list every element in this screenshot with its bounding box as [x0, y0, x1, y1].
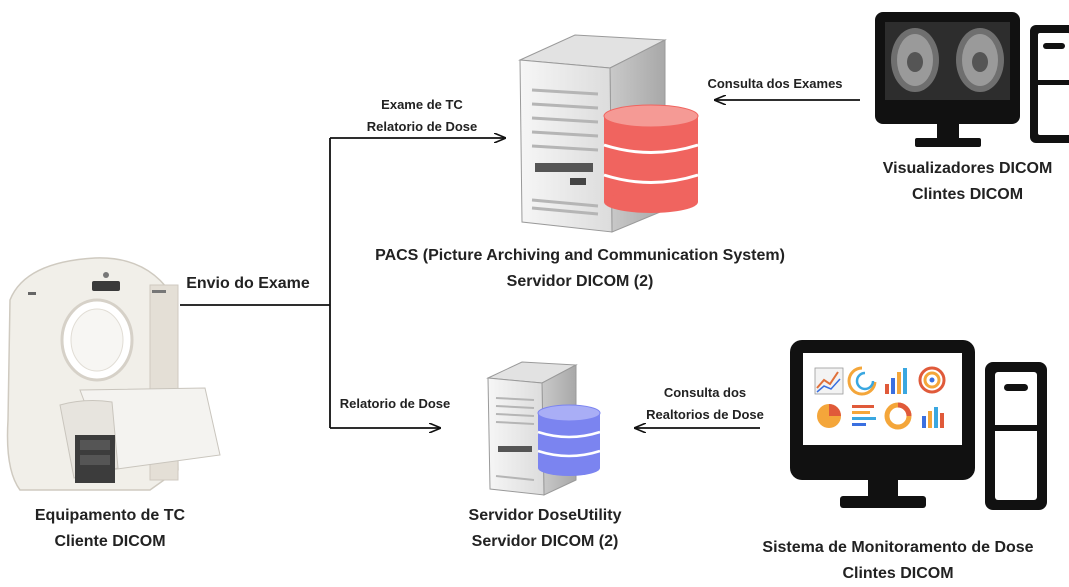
- query-exams-label: Consulta dos Exames: [707, 76, 843, 91]
- monitoring-label-line2: Clintes DICOM: [842, 565, 954, 582]
- pacs-label-line1: PACS (Picture Archiving and Communicatio…: [375, 247, 785, 264]
- monitoring-label-line1: Sistema de Monitoramento de Dose: [762, 539, 1034, 556]
- to-pacs-label-line2: Relatorio de Dose: [366, 119, 478, 134]
- doseutility-label-line1: Servidor DoseUtility: [468, 507, 622, 524]
- to-pacs-label-line1: Exame de TC: [381, 97, 463, 112]
- viewers-label: Visualizadores DICOM Clintes DICOM: [860, 156, 1069, 208]
- pacs-label: PACS (Picture Archiving and Communicatio…: [330, 243, 830, 295]
- dose-monitoring-workstation-icon: [790, 340, 1047, 510]
- query-reports-label-line2: Realtorios de Dose: [646, 407, 764, 422]
- dashboard-charts-icon: [814, 366, 946, 430]
- ct-equipment-label-line1: Equipamento de TC: [34, 507, 186, 524]
- doseutility-database-icon: [537, 404, 601, 476]
- pacs-server-icon: [518, 34, 667, 233]
- send-exam-label: Envio do Exame: [186, 275, 310, 292]
- doseutility-label-line2: Servidor DICOM (2): [471, 533, 619, 550]
- pacs-label-line2: Servidor DICOM (2): [506, 273, 654, 290]
- to-doseutility-label: Relatorio de Dose: [339, 396, 451, 411]
- ct-equipment-label: Equipamento de TC Cliente DICOM: [5, 503, 215, 555]
- ct-equipment-label-line2: Cliente DICOM: [54, 533, 166, 550]
- dicom-viewer-workstation-icon: [875, 12, 1069, 147]
- to-pacs-label: Exame de TC Relatorio de Dose: [352, 94, 492, 138]
- viewers-label-line1: Visualizadores DICOM: [882, 160, 1053, 177]
- query-reports-label-line1: Consulta dos: [663, 385, 747, 400]
- doseutility-label: Servidor DoseUtility Servidor DICOM (2): [430, 503, 660, 555]
- ct-scanner-icon: [6, 257, 221, 491]
- monitoring-label: Sistema de Monitoramento de Dose Clintes…: [738, 535, 1058, 587]
- pacs-database-icon: [603, 104, 699, 213]
- connector-lines: [180, 100, 860, 428]
- query-reports-label: Consulta dos Realtorios de Dose: [630, 382, 780, 426]
- viewers-label-line2: Clintes DICOM: [911, 186, 1024, 203]
